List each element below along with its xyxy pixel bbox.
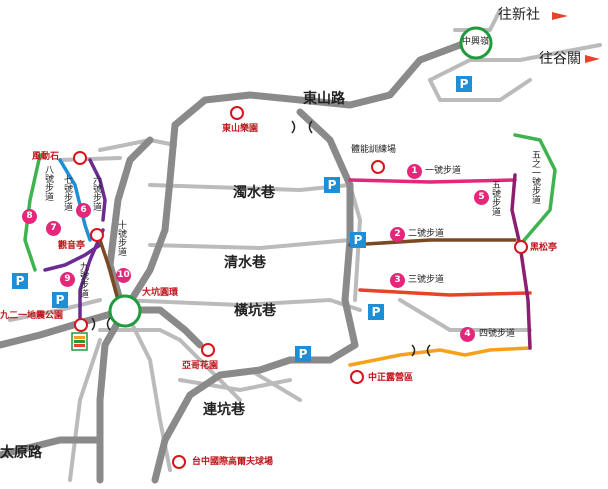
- trail-10-path: [98, 238, 120, 302]
- heisong-label: 黑松亭: [530, 243, 558, 253]
- trail-6-marker: 6: [76, 203, 91, 218]
- trail-2-marker: 2: [390, 227, 405, 242]
- road-label-taiyuan: 太原路: [0, 445, 42, 461]
- training-marker: [371, 160, 385, 174]
- trail-6-path: [88, 158, 107, 222]
- trail-10-label: 十號步道: [116, 220, 126, 256]
- arrow-gutguan-icon: [585, 55, 600, 63]
- training-label: 體能訓練場: [351, 145, 397, 155]
- heisong-marker: [514, 240, 528, 254]
- trail-9-marker: 9: [60, 272, 75, 287]
- camp-marker: [350, 370, 364, 384]
- direction-xinshe: 往新社: [498, 7, 540, 23]
- trail-5-marker: 5: [474, 190, 489, 205]
- guanyin-label: 觀音亭: [58, 241, 86, 251]
- trail-4-label: 四號步道: [479, 329, 516, 339]
- guanyin-marker: [90, 228, 104, 242]
- trail-4-marker: 4: [460, 327, 475, 342]
- trail-7-label: 七號步道: [62, 175, 72, 211]
- yage-marker: [201, 343, 215, 357]
- trail-6-label: 六號步道: [91, 175, 101, 211]
- donshan-park-label: 東山樂園: [222, 124, 259, 134]
- parking-icon: P: [295, 346, 311, 362]
- camp-label: 中正露營區: [368, 373, 414, 383]
- zhongxing-circle: [459, 26, 493, 60]
- trail-3-label: 三號步道: [408, 275, 445, 285]
- trail-5-path: [510, 173, 532, 350]
- trail-3-marker: 3: [390, 273, 405, 288]
- trail-1-marker: 1: [407, 164, 422, 179]
- yage-label: 亞哥花園: [182, 361, 219, 371]
- trail-5-1-label: 五之一號步道: [530, 150, 540, 204]
- trail-1-label: 一號步道: [425, 166, 462, 176]
- trail-7-marker: 7: [46, 221, 61, 236]
- trail-5-1-path: [513, 133, 557, 247]
- road-label-liankeng: 連坑巷: [203, 402, 245, 418]
- trail-2-label: 二號步道: [408, 229, 445, 239]
- direction-gutguan: 往谷關: [539, 51, 581, 67]
- parking-icon: P: [324, 177, 340, 193]
- donshan-park-marker: [230, 106, 244, 120]
- trail-2-path: [348, 238, 517, 247]
- parking-icon: P: [12, 273, 28, 289]
- fengdong-label: 風動石: [32, 152, 60, 162]
- fengdong-marker: [73, 151, 87, 165]
- trail-3-path: [358, 288, 532, 297]
- trail-10-marker: 10: [116, 268, 131, 283]
- dakeng-label: 大坑圓環: [142, 288, 179, 298]
- road-label-zhuoshui: 濁水巷: [233, 185, 275, 201]
- parking-icon: P: [368, 304, 384, 320]
- parking-icon: P: [456, 76, 472, 92]
- trail-1-path: [348, 178, 517, 184]
- arrow-xinshe-icon: [552, 12, 568, 20]
- trail-5-label: 五號步道: [490, 180, 500, 216]
- minor-roads: [8, 8, 602, 482]
- golf-marker: [172, 455, 186, 469]
- road-label-hengkeng: 橫坑巷: [234, 303, 276, 319]
- trail-10b-path: [78, 228, 105, 322]
- trail-8-label: 八號步道: [43, 165, 53, 201]
- parking-icon: P: [350, 232, 366, 248]
- quake-park-label: 九二一地震公園: [0, 311, 64, 321]
- zhongxing-label: 中興嶺: [462, 37, 490, 47]
- quake-park-marker: [74, 318, 88, 332]
- bridge-icons: [91, 120, 431, 357]
- dakeng-circle: [108, 294, 142, 328]
- road-label-qingshui: 清水巷: [224, 255, 266, 271]
- trail-8-marker: 8: [22, 209, 37, 224]
- trail-4-path: [348, 346, 532, 367]
- golf-label: 台中國際高爾夫球場: [192, 457, 274, 467]
- road-label-dongshan: 東山路: [303, 91, 345, 107]
- trail-9-label: 九號步道: [78, 262, 88, 298]
- seven-eleven-icon: [71, 332, 88, 351]
- parking-icon: P: [52, 292, 68, 308]
